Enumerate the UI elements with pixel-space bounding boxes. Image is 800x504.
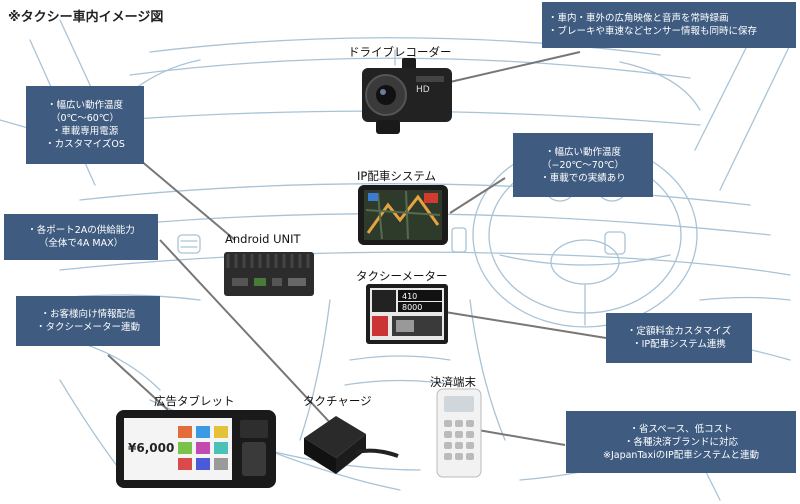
leader-drive-recorder <box>449 51 581 83</box>
note-ip-dispatch: ・幅広い動作温度 （−20℃～70℃） ・車載での実績あり <box>513 133 653 197</box>
taxi-meter-readout-a: 410 <box>402 292 417 301</box>
leader-ip-dispatch <box>449 177 506 214</box>
note-line: ・定額料金カスタマイズ <box>626 326 732 337</box>
note-line: ※JapanTaxiのIP配車システムと連動 <box>602 449 759 461</box>
note-line: ・幅広い動作温度 <box>46 100 123 111</box>
ip-dispatch-tablet-image <box>358 185 448 245</box>
taxi-meter-readout-b: 8000 <box>402 303 422 312</box>
note-line: ・お客様向け情報配信 <box>40 309 136 320</box>
note-line: ・各ポート2Aの供給能力 <box>27 225 135 236</box>
leader-ad-tablet <box>107 354 169 411</box>
note-payment-terminal: ・省スペース、低コスト ・各種決済ブランドに対応 ※JapanTaxiのIP配車… <box>566 411 796 473</box>
note-tacharge: ・各ポート2Aの供給能力 （全体で4A MAX） <box>4 214 158 260</box>
drive-recorder-label: ドライブレコーダー <box>348 45 452 59</box>
note-drive-recorder: ・車内・車外の広角映像と音声を常時録画 ・ブレーキや車速などセンサー情報も同時に… <box>542 2 796 48</box>
tacharge-label: タクチャージ <box>303 394 372 408</box>
drive-recorder-image: HD <box>362 58 452 134</box>
payment-terminal-image <box>436 388 482 478</box>
leader-taxi-meter <box>444 311 607 339</box>
note-taxi-meter: ・定額料金カスタマイズ ・IP配車システム連携 <box>606 313 752 363</box>
note-line: （−20℃～70℃） <box>542 159 624 171</box>
ad-tablet-image: ¥6,000 <box>116 410 276 488</box>
note-line: ・IP配車システム連携 <box>632 339 726 350</box>
note-line: ・車載専用電源 <box>51 126 119 137</box>
page-title: ※タクシー車内イメージ図 <box>8 10 164 25</box>
android-unit-label: Android UNIT <box>225 232 301 246</box>
note-line: ・ブレーキや車速などセンサー情報も同時に保存 <box>548 26 758 37</box>
ad-tablet-label: 広告タブレット <box>154 394 235 408</box>
ad-tablet-amount: ¥6,000 <box>128 441 174 455</box>
tacharge-image <box>304 416 399 474</box>
note-line: （全体で4A MAX） <box>38 238 124 249</box>
note-line: ・カスタマイズOS <box>45 139 125 150</box>
leader-tacharge <box>159 239 336 429</box>
android-unit-image <box>224 252 314 296</box>
note-line: ・車内・車外の広角映像と音声を常時録画 <box>548 13 729 24</box>
note-android-unit: ・幅広い動作温度 （0℃～60℃） ・車載専用電源 ・カスタマイズOS <box>26 86 144 164</box>
payment-terminal-label: 決済端末 <box>430 375 476 389</box>
note-line: ・タクシーメーター連動 <box>35 322 141 333</box>
note-line: （0℃～60℃） <box>51 113 119 124</box>
note-line: ・省スペース、低コスト <box>629 423 733 435</box>
note-ad-tablet: ・お客様向け情報配信 ・タクシーメーター連動 <box>16 296 160 346</box>
note-line: ・車載での実績あり <box>540 172 626 184</box>
ip-dispatch-label: IP配車システム <box>357 169 436 183</box>
taxi-meter-label: タクシーメーター <box>356 269 448 283</box>
drive-recorder-badge: HD <box>416 85 430 95</box>
taxi-meter-image: 410 8000 <box>366 284 448 344</box>
note-line: ・各種決済ブランドに対応 <box>623 436 738 448</box>
leader-android-unit <box>139 159 236 241</box>
leader-payment-terminal <box>477 429 566 446</box>
note-line: ・幅広い動作温度 <box>544 146 621 158</box>
